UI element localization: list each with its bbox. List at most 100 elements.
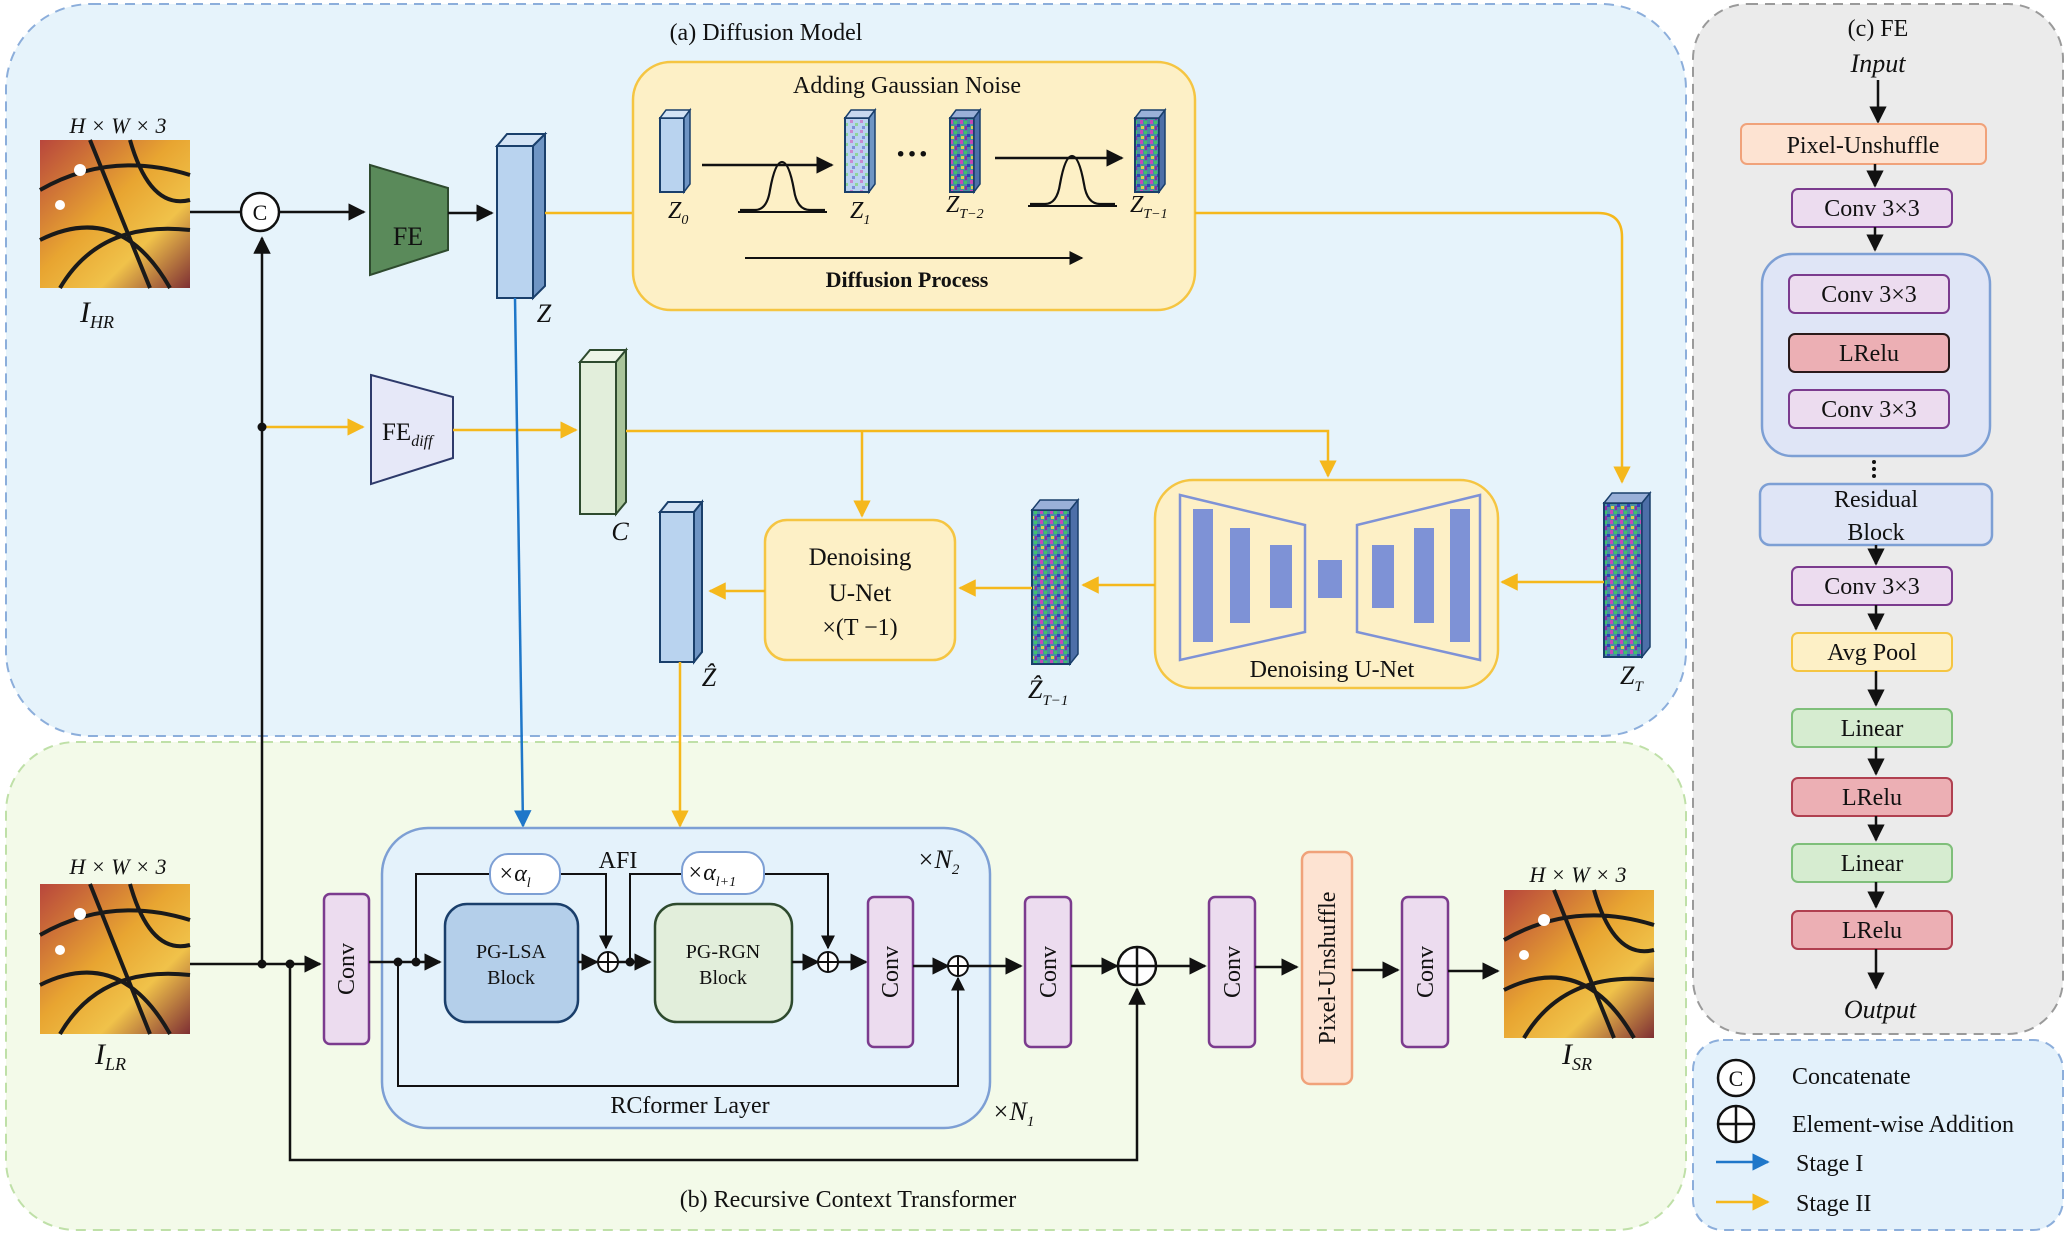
alpha-l-box xyxy=(489,853,561,895)
pixel-unshuffle-label: Pixel-Unshuffle xyxy=(1315,892,1341,1045)
fe-avgpool-block xyxy=(1791,632,1953,672)
conv-block-1 xyxy=(322,892,371,1046)
fe-block xyxy=(369,163,449,277)
gaussian-curve-icon-1 xyxy=(740,160,825,212)
fe-linear-block-2 xyxy=(1791,843,1953,883)
noise-box-title: Adding Gaussian Noise xyxy=(793,73,1021,99)
small-denoising-line-3: ×(T −1) xyxy=(822,615,897,641)
fe-lrelu-label-3: LRelu xyxy=(1842,918,1902,944)
fe-output-label: Output xyxy=(1844,995,1917,1024)
hr-input-dims: H × W × 3 xyxy=(69,113,167,138)
panel-a-title: (a) Diffusion Model xyxy=(670,20,863,46)
zt1-hat-label: ẐT−1 xyxy=(1028,675,1068,709)
legend-stage1-label: Stage I xyxy=(1796,1151,1863,1177)
c-to-unet-line xyxy=(626,429,1337,478)
diffusion-process-label: Diffusion Process xyxy=(826,267,989,292)
hr-input-label: IHR xyxy=(79,296,114,332)
noise-box xyxy=(631,60,1197,312)
legend-concat-label: Concatenate xyxy=(1792,1064,1911,1090)
layer-residual-path xyxy=(397,962,965,1087)
sr-output-image xyxy=(1503,889,1655,1040)
fe-conv-label-3: Conv 3×3 xyxy=(1821,397,1917,423)
zt1-hat-cube xyxy=(1030,497,1080,667)
z-hat-label: Ẑ xyxy=(702,663,717,692)
zt1-cube xyxy=(1133,107,1167,195)
fe-vertical-ellipsis xyxy=(1872,460,1876,478)
concat-symbol: C xyxy=(253,200,268,225)
legend-concat-icon xyxy=(1716,1058,1756,1098)
fe-linear-label-1: Linear xyxy=(1841,716,1904,742)
legend-add-label: Element-wise Addition xyxy=(1792,1112,2014,1138)
pg-lsa-label-1: PG-LSA xyxy=(476,941,547,963)
fe-conv-block-3 xyxy=(1788,389,1950,429)
pg-rgn-block xyxy=(653,902,794,1024)
conv-block-1-label: Conv xyxy=(334,943,360,995)
hr-input-image xyxy=(39,139,191,290)
fe-lrelu-block-1 xyxy=(1788,333,1950,373)
alpha-l1-box xyxy=(681,851,765,895)
z0-label: Z0 xyxy=(668,198,688,228)
rcformer-layer-label: RCformer Layer xyxy=(610,1093,769,1119)
fe-lrelu-block-2 xyxy=(1791,777,1953,817)
noise-to-zt-line xyxy=(1195,211,1631,484)
z0-cube xyxy=(658,107,692,195)
z-to-rcformer-blue-arrow xyxy=(513,297,532,828)
conv-block-4 xyxy=(1207,895,1257,1049)
small-denoising-line-2: U-Net xyxy=(829,580,892,607)
junction-dot-lr xyxy=(257,959,267,969)
fe-lrelu-block-3 xyxy=(1791,910,1953,950)
zt-label: ZT xyxy=(1620,661,1644,695)
fe-residual-label-2: Block xyxy=(1847,520,1904,546)
gaussian-curve-icon-2 xyxy=(1030,154,1115,206)
fe-pixel-unshuffle-label: Pixel-Unshuffle xyxy=(1787,133,1940,159)
denoising-unet-label: Denoising U-Net xyxy=(1250,657,1415,683)
fe-diff-label: FEdiff xyxy=(382,419,435,450)
fe-avgpool-label: Avg Pool xyxy=(1827,640,1917,666)
fe-label: FE xyxy=(393,222,423,251)
alpha-l-label: ×αl xyxy=(498,861,531,891)
c-label: C xyxy=(611,517,629,546)
noise-ellipsis: ··· xyxy=(895,136,929,173)
zt2-cube xyxy=(948,107,982,195)
zt2-label: ZT−2 xyxy=(946,192,984,222)
panel-c-title: (c) FE xyxy=(1848,16,1909,42)
fe-conv-label-1: Conv 3×3 xyxy=(1824,196,1920,222)
n2-label: ×N2 xyxy=(917,845,960,878)
n1-label: ×N1 xyxy=(992,1097,1034,1130)
z-hat-cube xyxy=(657,499,705,665)
small-denoising-line-1: Denoising xyxy=(809,544,912,571)
z1-cube xyxy=(843,107,877,195)
conv-block-2-label: Conv xyxy=(878,946,904,998)
fe-linear-block-1 xyxy=(1791,708,1953,748)
global-skip-path xyxy=(288,964,1146,1162)
conv-block-5-label: Conv xyxy=(1413,946,1439,998)
afi-label: AFI xyxy=(599,848,638,874)
legend-concat-symbol: C xyxy=(1729,1066,1744,1091)
fe-lrelu-label-2: LRelu xyxy=(1842,785,1902,811)
legend-background xyxy=(1692,1039,2064,1231)
lr-input-label: ILR xyxy=(94,1038,126,1074)
conv-block-3-label: Conv xyxy=(1036,946,1062,998)
fe-lrelu-label-1: LRelu xyxy=(1839,341,1899,367)
c-condition-cube xyxy=(577,347,629,517)
fe-input-label: Input xyxy=(1850,49,1907,78)
zt-cube xyxy=(1602,490,1652,660)
fe-linear-label-2: Linear xyxy=(1841,851,1904,877)
sr-output-label: ISR xyxy=(1561,1038,1592,1074)
unet-icon xyxy=(1178,493,1482,662)
conv-block-3 xyxy=(1023,895,1073,1049)
zt1-label: ZT−1 xyxy=(1130,192,1168,222)
fe-conv-block-1 xyxy=(1791,188,1953,228)
sr-output-dims: H × W × 3 xyxy=(1529,862,1627,887)
pg-rgn-label-1: PG-RGN xyxy=(686,941,760,963)
conv-block-4-label: Conv xyxy=(1220,946,1246,998)
conv-block-2 xyxy=(866,895,915,1049)
junction-dot-fediff xyxy=(257,422,267,432)
pg-rgn-label-2: Block xyxy=(699,967,747,989)
fe-conv-block-4 xyxy=(1791,566,1953,606)
fe-conv-label-4: Conv 3×3 xyxy=(1824,574,1920,600)
z-label: Z xyxy=(537,299,552,328)
fe-diff-block xyxy=(370,373,454,486)
z-feature-cube xyxy=(494,131,548,301)
pg-lsa-block xyxy=(443,902,580,1024)
